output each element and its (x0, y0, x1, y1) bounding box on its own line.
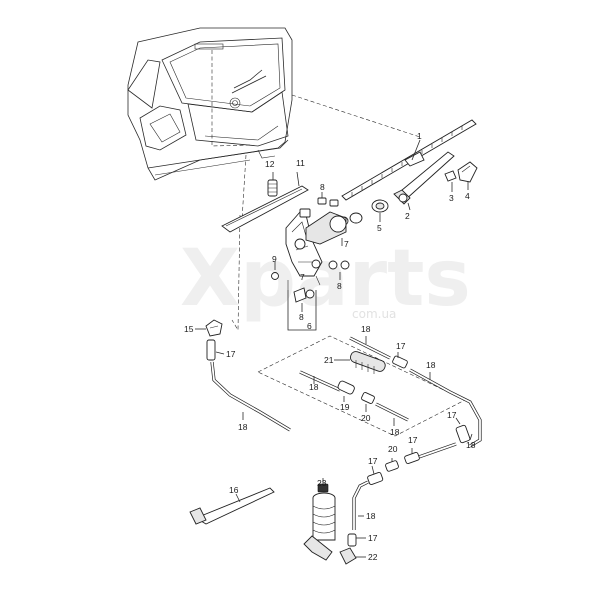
hose-segment-middle (299, 370, 341, 392)
label-20b: 20 (388, 444, 398, 454)
label-3: 3 (449, 193, 454, 203)
label-11: 11 (296, 158, 305, 168)
part-23-washer-pump (303, 478, 336, 561)
label-15: 15 (184, 324, 194, 334)
label-8c: 8 (299, 312, 304, 322)
label-8a: 8 (320, 182, 325, 192)
washer (349, 212, 363, 224)
part-20-connector (361, 392, 375, 412)
hose-left (206, 339, 291, 432)
hose-segment-lower-middle (375, 402, 409, 426)
label-7b: 7 (300, 272, 305, 282)
label-17e: 17 (368, 456, 378, 466)
hose-to-pump (352, 480, 369, 530)
label-7a: 7 (344, 239, 349, 249)
label-17b: 17 (396, 341, 406, 351)
part-19-check-valve (337, 380, 355, 402)
label-17a: 17 (226, 349, 236, 359)
label-6: 6 (307, 321, 312, 331)
connector-17-top (392, 352, 408, 369)
label-12: 12 (265, 159, 275, 169)
label-17f: 17 (368, 533, 378, 543)
label-2: 2 (405, 211, 410, 221)
part-1-wiper-blade (341, 119, 477, 201)
label-4: 4 (465, 191, 470, 201)
label-20a: 20 (361, 413, 371, 423)
connector-17-lower-right (455, 417, 471, 444)
part-20-connector-lower (385, 458, 399, 472)
label-5: 5 (377, 223, 382, 233)
part-22-hose-elbow (339, 547, 366, 565)
connector-17-pump (367, 465, 384, 485)
part-3-nut (444, 170, 457, 192)
label-19: 19 (340, 402, 350, 412)
part-12-clip (267, 172, 278, 197)
part-2-wiper-arm (393, 151, 455, 211)
hose-segment-top (349, 336, 391, 360)
label-23: 23 (317, 478, 327, 488)
part-9-screw (271, 262, 279, 280)
label-22: 22 (368, 552, 378, 562)
part-7-bolts (317, 192, 339, 207)
part-8-rubber-mounts-lower (293, 287, 315, 312)
watermark: Xparts com.ua (180, 234, 471, 324)
part-15-washer-nozzle (195, 319, 223, 337)
part-8-rubber-mounts-right (328, 260, 350, 280)
label-8b: 8 (337, 281, 342, 291)
label-17d: 17 (408, 435, 418, 445)
label-9: 9 (272, 254, 277, 264)
label-18b: 18 (361, 324, 371, 334)
label-18a: 18 (238, 422, 248, 432)
label-18c: 18 (426, 360, 436, 370)
label-1: 1 (417, 131, 422, 141)
label-18f: 18 (390, 427, 400, 437)
label-18g: 18 (366, 511, 376, 521)
part-21-protective-sleeve (334, 351, 386, 374)
label-17c: 17 (447, 410, 457, 420)
watermark-brand: Xparts (180, 234, 471, 324)
label-16: 16 (229, 485, 239, 495)
connector-17-lower (404, 448, 420, 465)
car-rear-illustration (127, 27, 293, 181)
part-16-cable-strap (189, 487, 275, 525)
label-18e: 18 (309, 382, 319, 392)
part-5-grommet (371, 199, 389, 222)
part-11-trim-panel (221, 171, 309, 233)
part-4-cap (457, 161, 478, 190)
part-6-wiper-motor (285, 208, 347, 290)
hose-segment-lower-right (415, 442, 457, 460)
watermark-domain: com.ua (352, 307, 396, 321)
connector-17-bottom (347, 533, 366, 547)
label-18d: 18 (466, 440, 476, 450)
label-21: 21 (324, 355, 334, 365)
hose-segment-right (409, 368, 482, 448)
